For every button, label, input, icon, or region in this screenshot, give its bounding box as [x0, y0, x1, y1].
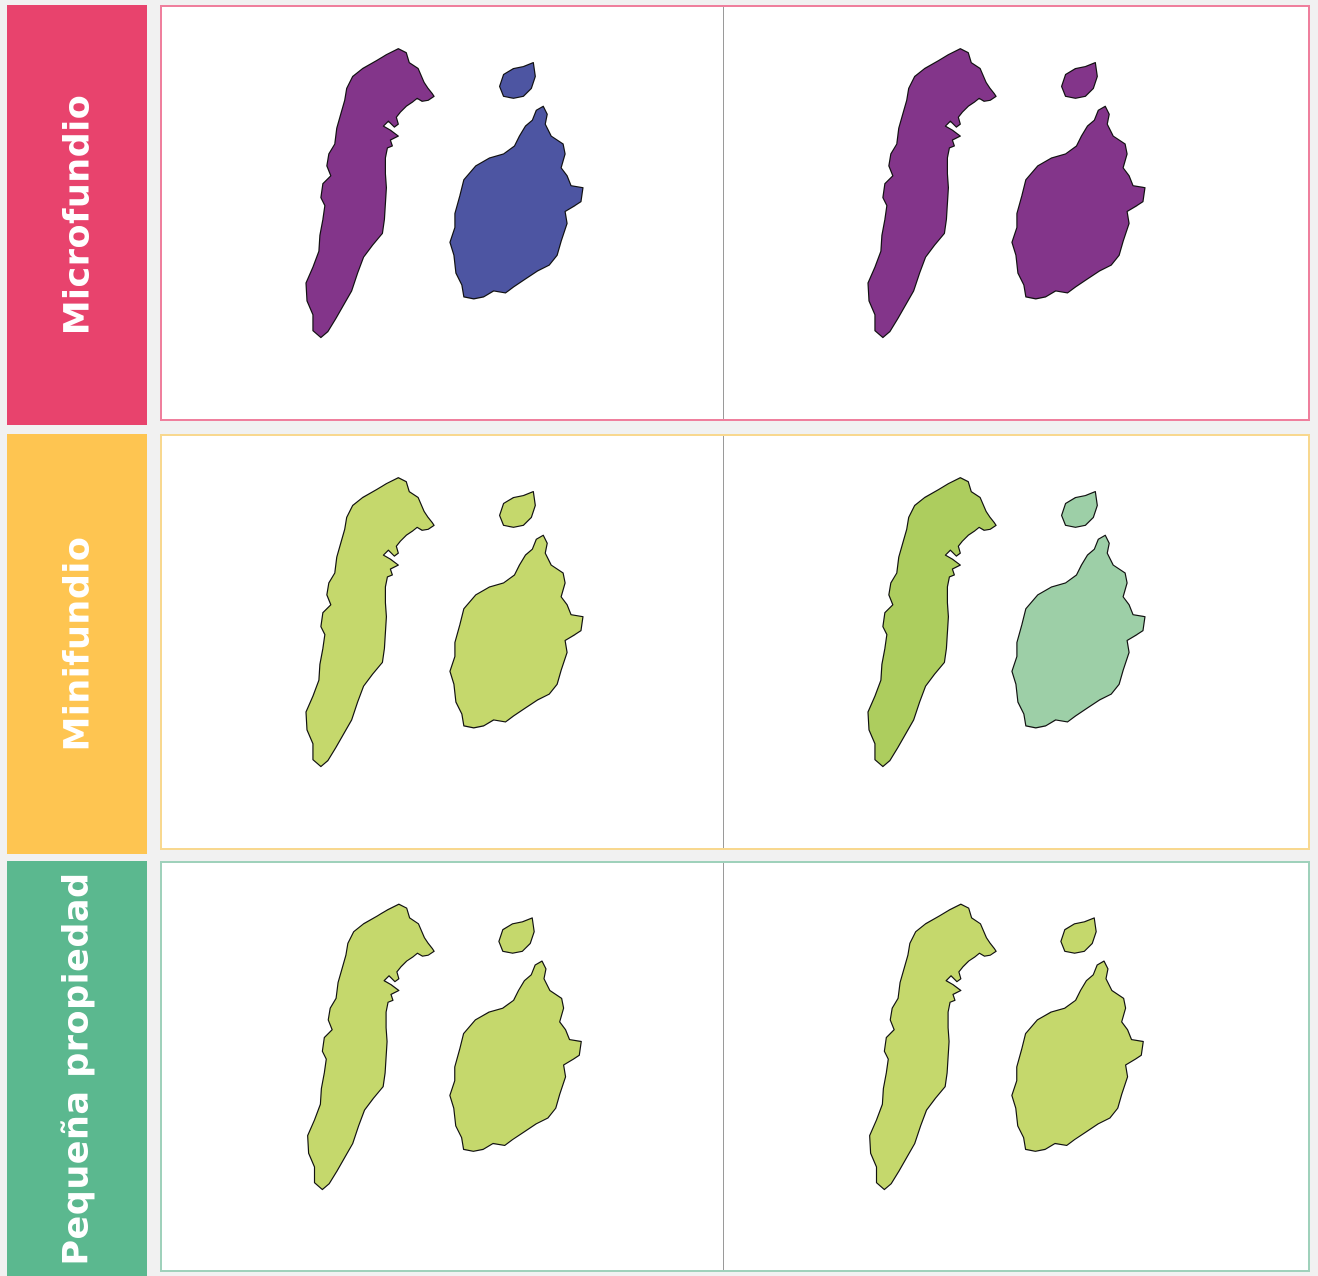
- row-microfundio: Microfundio: [0, 5, 1318, 425]
- island-map: [867, 477, 1146, 768]
- map-right: [724, 436, 1284, 848]
- map-left: [162, 7, 722, 419]
- map-right: [724, 7, 1284, 419]
- island-map: [305, 477, 584, 768]
- map-right: [724, 863, 1284, 1270]
- row-label: Pequeña propiedad: [57, 871, 98, 1266]
- map-panel: [160, 434, 1310, 850]
- island-east: [1011, 490, 1146, 729]
- row-label-box: Pequeña propiedad: [7, 861, 147, 1276]
- island-west: [305, 48, 435, 339]
- panel-divider: [723, 436, 724, 848]
- island-east: [449, 917, 582, 1152]
- island-map: [307, 903, 582, 1191]
- island-east: [449, 490, 584, 729]
- map-left: [162, 436, 722, 848]
- island-east: [449, 61, 584, 300]
- row-label-box: Minifundio: [7, 434, 147, 854]
- island-east: [1011, 917, 1144, 1152]
- panel-divider: [723, 863, 724, 1270]
- row-minifundio: Minifundio: [0, 434, 1318, 854]
- island-west: [869, 903, 997, 1191]
- row-label-box: Microfundio: [7, 5, 147, 425]
- island-map: [869, 903, 1144, 1191]
- island-west: [305, 477, 435, 768]
- island-west: [867, 477, 997, 768]
- map-panel: [160, 861, 1310, 1272]
- row-label: Microfundio: [57, 94, 98, 336]
- island-map: [305, 48, 584, 339]
- row-pequena-propiedad: Pequeña propiedad: [0, 861, 1318, 1276]
- map-left: [162, 863, 722, 1270]
- map-panel: [160, 5, 1310, 421]
- island-map: [867, 48, 1146, 339]
- panel-divider: [723, 7, 724, 419]
- row-label: Minifundio: [57, 536, 97, 752]
- island-east: [1011, 61, 1146, 300]
- island-west: [867, 48, 997, 339]
- island-west: [307, 903, 435, 1191]
